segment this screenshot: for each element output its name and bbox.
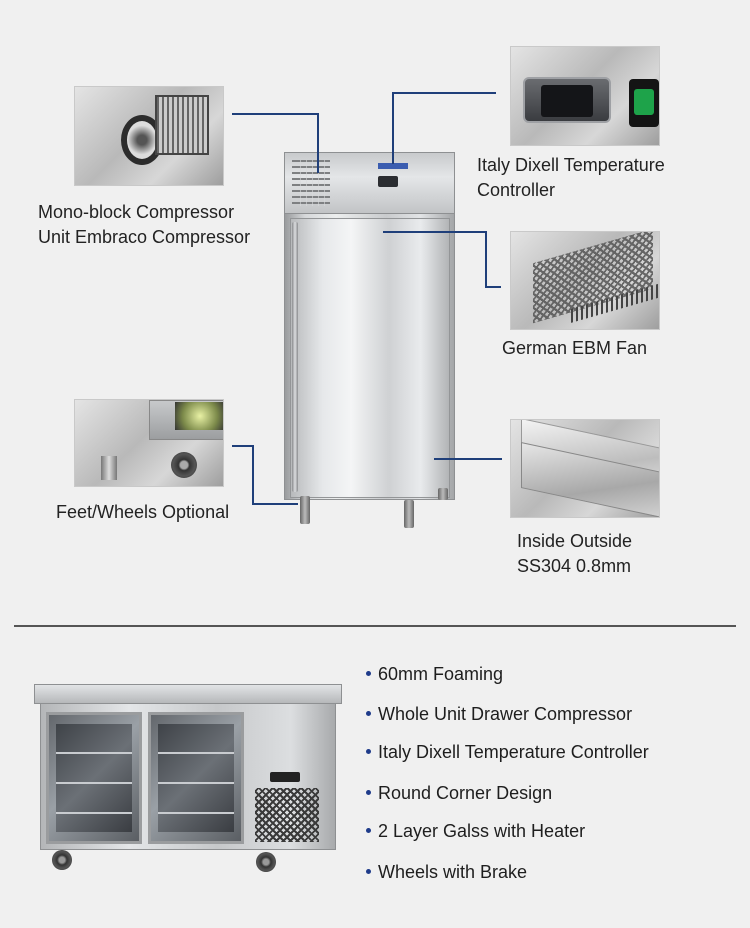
feature-text: Italy Dixell Temperature Controller (378, 742, 649, 762)
bullet-icon (366, 748, 371, 754)
callout-fan: German EBM Fan (502, 336, 647, 361)
fridge-leg-left (300, 496, 310, 524)
counter-top-surface (34, 684, 342, 704)
callout-feet-line1: Feet/Wheels Optional (56, 502, 230, 522)
controller-thumbnail (510, 46, 660, 146)
leader-steel-h (434, 458, 502, 460)
wheels-thumbnail (74, 399, 224, 487)
bullet-icon (366, 710, 371, 716)
callout-feet: Feet/Wheels Optional (56, 500, 229, 525)
callout-compressor: Mono-block Compressor Unit Embraco Compr… (38, 200, 250, 250)
feature-text: Round Corner Design (378, 783, 553, 803)
callout-controller-line1: Italy Dixell Temperature (477, 155, 665, 175)
compressor-fan (155, 95, 209, 155)
callout-steel-line2: SS304 0.8mm (517, 556, 632, 576)
leader-controller-h (392, 92, 496, 94)
power-switch-button (634, 89, 654, 115)
fridge-vent-slots (300, 160, 330, 206)
glass-door-right-interior (158, 724, 234, 832)
feature-item: Round Corner Design (366, 783, 552, 804)
feature-item: Italy Dixell Temperature Controller (366, 742, 649, 763)
bullet-icon (366, 868, 371, 874)
fridge-leg-right (438, 488, 448, 500)
compressor-thumbnail (74, 86, 224, 186)
caster-wheel (171, 452, 197, 478)
controller-lcd (541, 85, 593, 117)
glass-door-left-interior (56, 724, 132, 832)
leader-controller-v (392, 92, 394, 164)
leader-feet-h2 (252, 503, 298, 505)
leader-feet-v (252, 445, 254, 505)
callout-compressor-line1: Mono-block Compressor (38, 202, 235, 222)
feature-text: 60mm Foaming (378, 664, 504, 684)
counter-wheel-left (52, 850, 72, 870)
feature-text: Wheels with Brake (378, 862, 528, 882)
bullet-icon (366, 827, 371, 833)
leader-fan-h2 (485, 286, 501, 288)
callout-steel-line1: Inside Outside (517, 531, 633, 551)
fan-thumbnail (510, 231, 660, 330)
callout-fan-line1: German EBM Fan (502, 338, 648, 358)
leader-feet-h1 (232, 445, 254, 447)
leader-compressor-h (232, 113, 318, 115)
leader-fan-v (485, 231, 487, 288)
callout-controller-line2: Controller (477, 180, 556, 200)
feature-text: Whole Unit Drawer Compressor (378, 704, 633, 724)
wheel-cabinet-window (175, 402, 223, 430)
counter-controller-display (270, 772, 300, 782)
section-divider (14, 625, 736, 627)
leader-compressor-v (317, 113, 319, 173)
feature-item: 60mm Foaming (366, 664, 503, 685)
feature-item: Whole Unit Drawer Compressor (366, 704, 632, 725)
steel-thumbnail (510, 419, 660, 518)
leader-fan-h1 (383, 231, 486, 233)
callout-compressor-line2: Unit Embraco Compressor (38, 227, 251, 247)
callout-steel: Inside Outside SS304 0.8mm (517, 529, 632, 579)
feature-item: 2 Layer Galss with Heater (366, 821, 585, 842)
callout-controller: Italy Dixell Temperature Controller (477, 153, 665, 203)
feature-text: 2 Layer Galss with Heater (378, 821, 586, 841)
fridge-controller-display (378, 176, 398, 187)
compressor-grille (255, 788, 319, 842)
feature-item: Wheels with Brake (366, 862, 527, 883)
adjustable-foot (101, 456, 117, 480)
fridge-door (290, 218, 450, 498)
bullet-icon (366, 789, 371, 795)
brand-badge (378, 163, 408, 169)
bullet-icon (366, 670, 371, 676)
fridge-leg-middle (404, 500, 414, 528)
fridge-door-handle (292, 222, 298, 492)
counter-wheel-right (256, 852, 276, 872)
